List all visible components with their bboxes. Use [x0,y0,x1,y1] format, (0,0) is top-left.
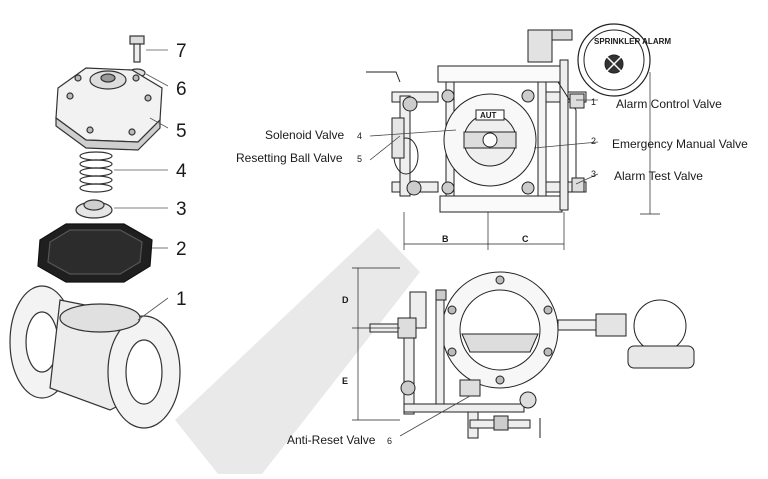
callout-resetting-ball-valve: Resetting Ball Valve 5 [236,151,362,165]
gauge-text: SPRINKLER ALARM [594,37,671,46]
side-view [352,267,695,439]
side-view-leader [399,395,471,437]
callout-number: 5 [357,154,362,164]
callout-emergency-manual-valve: 2 Emergency Manual Valve [591,136,748,151]
callout-label: Alarm Control Valve [616,97,722,111]
part-bonnet [55,67,163,151]
part-diaphragm [37,223,153,283]
aut-tag: AUT [480,111,497,120]
part-number: 3 [176,199,187,220]
part-number: 1 [176,289,187,310]
callout-label: Emergency Manual Valve [612,137,748,151]
part-disc [75,199,113,219]
exploded-leaders [114,49,169,321]
callout-number: 6 [387,436,392,446]
callout-alarm-control-valve: 1 Alarm Control Valve [591,97,722,111]
part-spring [79,151,113,193]
part-number: 2 [176,239,187,260]
part-bolt [129,35,145,63]
part-body [9,285,181,429]
callout-alarm-test-valve: 3 Alarm Test Valve [591,169,703,183]
callout-label: Anti-Reset Valve [287,433,376,447]
part-number: 4 [176,161,187,182]
dimension-label: C [522,234,529,244]
front-view-leaders [369,99,599,185]
callout-label: Solenoid Valve [265,128,344,142]
callout-number: 4 [357,131,362,141]
part-number: 5 [176,121,187,142]
callout-anti-reset-valve: Anti-Reset Valve 6 [287,433,392,447]
part-number: 6 [176,79,187,100]
part-number-labels: 7 6 5 4 3 2 1 [176,41,187,310]
dimension-label: B [442,234,449,244]
callout-solenoid-valve: Solenoid Valve 4 [265,128,362,142]
callout-label: Alarm Test Valve [614,169,703,183]
dimension-label: E [342,376,348,386]
dimension-label: D [342,295,349,305]
watermark-stripe [175,228,420,474]
callout-number: 3 [591,169,596,179]
callout-number: 2 [591,136,596,146]
callout-number: 1 [591,97,596,107]
part-number: 7 [176,41,187,62]
callout-label: Resetting Ball Valve [236,151,343,165]
exploded-view [9,35,181,429]
